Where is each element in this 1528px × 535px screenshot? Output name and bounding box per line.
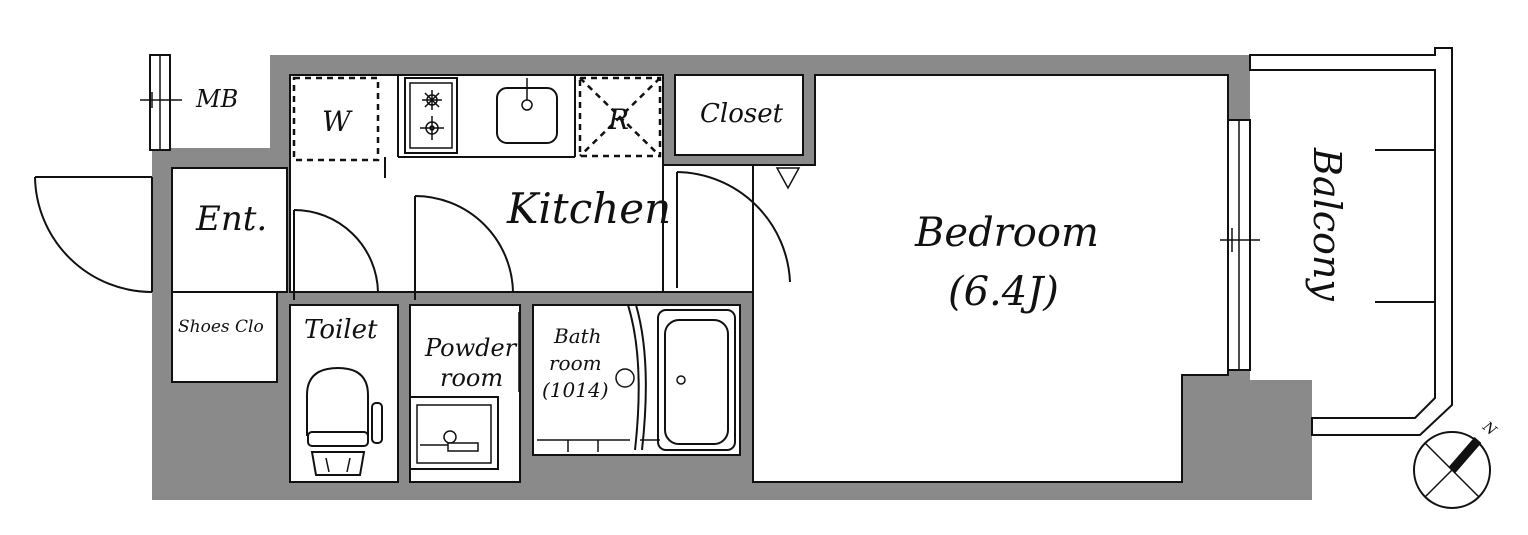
closet-door [685, 154, 803, 190]
balcony [1249, 47, 1453, 436]
rooms [171, 74, 1229, 483]
bath-label-line3: (1014) [542, 378, 609, 402]
toilet-fixture [306, 366, 383, 476]
entrance-label: Ent. [195, 199, 267, 239]
burner-icon [420, 116, 444, 140]
bedroom-door [676, 171, 791, 288]
mb-shaft [140, 54, 182, 151]
bedroom-size-label: (6.4J) [948, 269, 1059, 315]
closet-area [674, 74, 804, 156]
shoes-closet-label: Shoes Clo [178, 317, 264, 337]
powder-door [414, 195, 514, 300]
north-label: N [1479, 418, 1500, 439]
burner-icon [422, 90, 442, 110]
fridge-label: R [607, 103, 629, 136]
bath-label-line1: Bath [553, 324, 602, 348]
toilet-door [293, 209, 379, 300]
balcony-label: Balcony [1305, 147, 1349, 301]
toilet-label: Toilet [304, 315, 378, 345]
north-compass-icon [1413, 431, 1491, 509]
powder-label-line2: room [440, 364, 503, 392]
kitchen-sink [496, 78, 558, 144]
window-east [1220, 119, 1260, 371]
stove [404, 77, 458, 154]
bath-partition [537, 304, 660, 452]
washer-space [292, 76, 380, 162]
kitchen-label: Kitchen [506, 184, 671, 233]
shoes-closet [171, 291, 278, 383]
fridge-space [578, 76, 662, 158]
vanity [409, 312, 520, 470]
mb-label: MB [195, 85, 238, 113]
entrance-door [34, 176, 153, 293]
bedroom-label: Bedroom [914, 210, 1099, 256]
washer-label: W [322, 105, 353, 138]
bathtub [657, 309, 736, 451]
closet-label: Closet [700, 99, 784, 129]
entrance-area [171, 167, 288, 293]
powder-label-line1: Powder [424, 334, 518, 362]
bath-label-line2: room [549, 351, 602, 375]
